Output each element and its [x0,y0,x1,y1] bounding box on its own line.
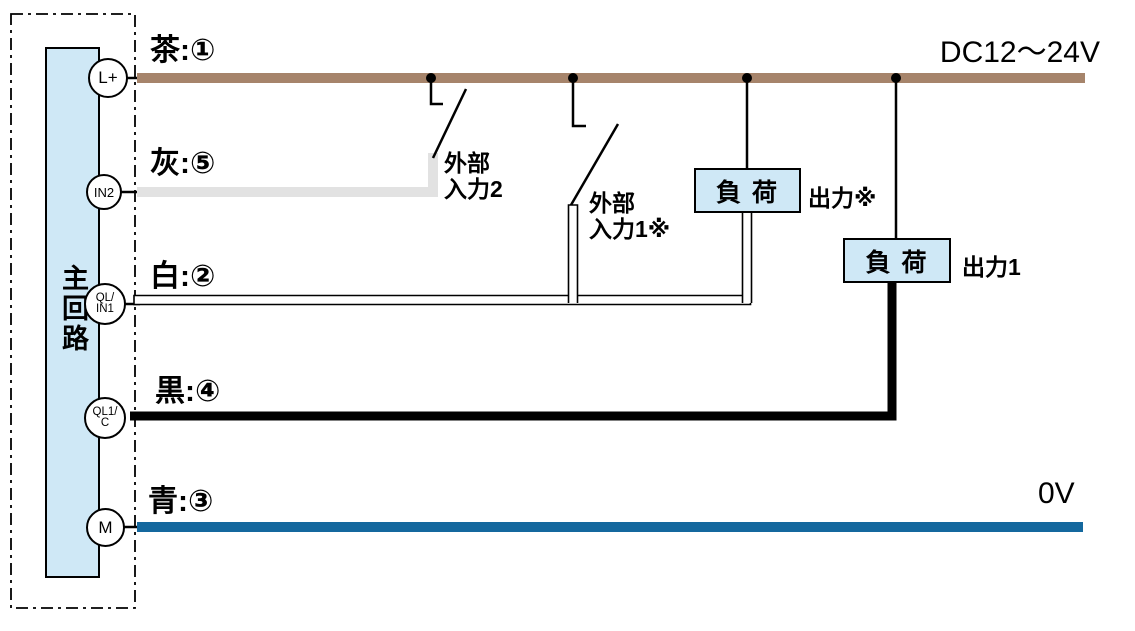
external-input-1-line2: 入力1※ [589,216,671,242]
terminal-ql1-c-line2: C [100,417,110,429]
sensor-boundary-dashdot-box [10,13,136,609]
switch2-blade [569,123,620,206]
wire-label-gray: 灰:⑤ [150,147,216,180]
external-input-2-label: 外部 入力2 [444,150,503,202]
terminal-in2: IN2 [86,174,122,210]
terminal-in2-label: IN2 [93,184,115,200]
wire-label-white: 白:② [150,260,216,293]
external-input-2-line1: 外部 [444,150,490,176]
supply-voltage-label: DC12～24V [939,36,1100,69]
terminal-ql1-c-line1: QL1/ [92,406,118,418]
switch1-fixed-contact [429,78,443,106]
external-input-1-label: 外部 入力1※ [589,190,670,242]
ground-voltage-label: 0V [1038,477,1075,510]
terminal-l-plus: L+ [88,58,128,98]
switch2-fixed-contact [571,78,586,128]
output-1-label: 出力1 [962,254,1021,280]
terminal-l-plus-label: L+ [98,68,118,87]
switch1-blade [431,88,468,159]
terminal-ql1-c: QL1/ C [84,397,126,439]
gray-wire [137,153,438,197]
white-wire [133,204,753,306]
external-input-1-line1: 外部 [589,190,635,216]
load-box-output1-label: 負 荷 [865,248,929,277]
terminal-ql-in1-line2: IN1 [96,303,114,315]
supply-drop-lines [429,78,898,240]
load-box-aux: 負 荷 [694,168,801,213]
wire-label-blue: 青:③ [148,485,214,518]
terminal-ql-in1: QL/ IN1 [84,283,126,325]
load-box-aux-label: 負 荷 [716,178,779,207]
terminal-m: M [86,508,125,547]
wire-label-brown: 茶:① [150,34,216,67]
main-circuit-label: 主回路 [58,264,88,354]
external-input-2-line2: 入力2 [444,176,503,202]
terminal-m-label: M [98,517,113,537]
junction-dots [426,73,901,83]
terminal-ql-in1-line1: QL/ [95,292,115,304]
load-box-output1: 負 荷 [843,238,951,283]
black-wire [130,280,897,421]
wire-label-black: 黒:④ [155,375,221,408]
output-aux-label: 出力※ [808,185,877,211]
